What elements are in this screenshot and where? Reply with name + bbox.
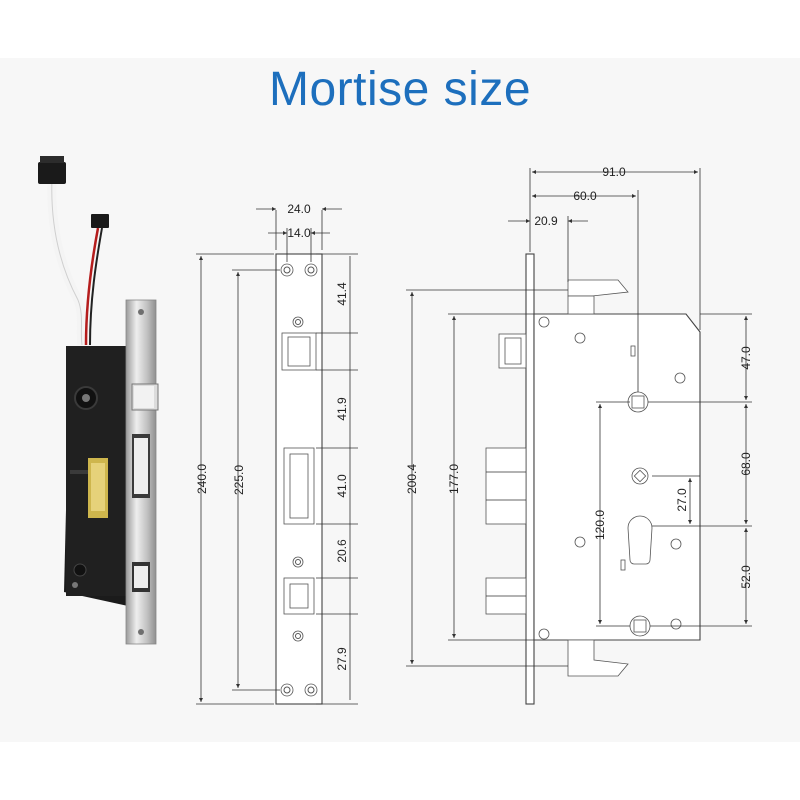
dim-hole-spacing: 225.0: [232, 465, 246, 495]
faceplate-drawing: 24.0 14.0 240.0 225.0 41.4: [195, 202, 358, 705]
dim-seg-mid1: 41.9: [335, 397, 349, 421]
dim-seg-mid2: 41.0: [335, 474, 349, 498]
dim-backset: 60.0: [573, 189, 597, 203]
dim-spindle-to-cylinder: 68.0: [739, 452, 753, 476]
body-drawing: 91.0 60.0 20.9 200.4 177.0 120.0 27.: [405, 165, 753, 705]
dim-spindle-span: 120.0: [593, 510, 607, 540]
body-outline: [533, 313, 701, 641]
dim-hole-pitch: 14.0: [287, 226, 311, 240]
dim-latch-offset: 20.9: [534, 214, 558, 228]
page-title: Mortise size: [268, 63, 532, 116]
dim-seg-top: 41.4: [335, 282, 349, 306]
dim-faceplate-width: 24.0: [287, 202, 311, 216]
lock-photo: [38, 156, 159, 645]
dim-seg-bottom: 27.9: [335, 647, 349, 671]
dim-inner-height: 177.0: [447, 464, 461, 494]
dim-cylinder-to-bottom: 52.0: [739, 565, 753, 589]
dim-body-height: 200.4: [405, 464, 419, 494]
dim-cylinder-center: 27.0: [675, 488, 689, 512]
dim-top-to-spindle: 47.0: [739, 346, 753, 370]
dim-body-width: 91.0: [602, 165, 626, 179]
dim-total-height: 240.0: [195, 464, 209, 494]
dim-seg-lower: 20.6: [335, 539, 349, 563]
